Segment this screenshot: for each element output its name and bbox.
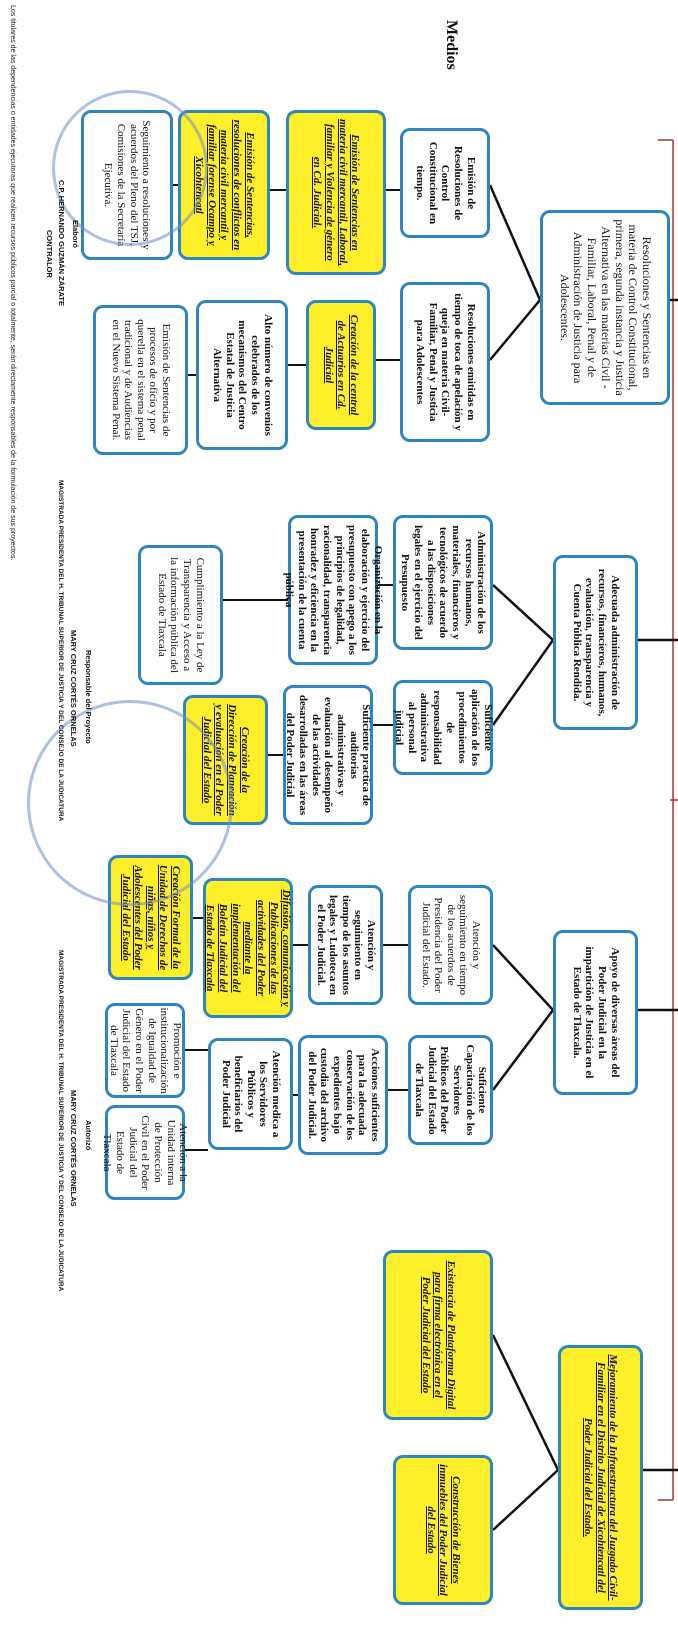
group-3-item-8: Promoción e institucionalización de Igua… bbox=[105, 1003, 185, 1098]
group-3-item-6: Atención medica a los Servidores Público… bbox=[208, 1038, 293, 1150]
autorizo-label: Autorizó bbox=[84, 1120, 93, 1151]
autorizo-name: MARY CRUZ CORTÉS ORNELAS bbox=[69, 1090, 78, 1207]
connector-line bbox=[489, 299, 541, 361]
elaboro-name: C.P. HERNANDO GUZMÁN ZÁRATE bbox=[57, 180, 66, 306]
group-3-item-1: Atención y seguimiento en tiempo de los … bbox=[408, 885, 493, 1005]
connector-line bbox=[492, 584, 554, 641]
responsable-name: MARY CRUZ CORTÉS ORNELAS bbox=[69, 630, 78, 747]
connector-line bbox=[492, 944, 554, 1011]
group-1-item-1: Emisión de Resoluciones de Control Const… bbox=[400, 128, 490, 238]
responsable-label: Responsable del Proyecto bbox=[84, 650, 93, 744]
group-4-item-1: Existencia de Plataforma Digital para fi… bbox=[383, 1250, 493, 1420]
group-3-item-2: Suficiente Capacitación de los Servidore… bbox=[408, 1035, 493, 1145]
elaboro-label: Elaboró bbox=[71, 220, 80, 248]
group-3-item-9: Atención a la Unidad interna de Protecci… bbox=[101, 1105, 189, 1200]
page-title: Medios bbox=[443, 20, 460, 70]
responsable-title: MAGISTRADA PRESIDENTA DEL H. TRIBUNAL SU… bbox=[57, 480, 64, 822]
connector-line bbox=[492, 1469, 559, 1531]
group-1-item-3: Emisión de Sentencias en materia civil m… bbox=[286, 110, 386, 275]
group-3-item-5: Difusión, comunicación y Publicaciones d… bbox=[203, 878, 293, 1018]
group-1-item-4: Creación de la central de Actuarios en C… bbox=[306, 300, 376, 430]
connector-line bbox=[492, 1009, 554, 1091]
group-1-item-2: Resoluciones emitidas en tiempo de toca … bbox=[400, 282, 490, 442]
group-3-head: Apoyo de diversas áreas del Poder Judici… bbox=[553, 930, 638, 1095]
connector-line bbox=[491, 1334, 560, 1471]
group-2-item-5: Cumplimiento a la Ley de Transparencia y… bbox=[138, 545, 223, 685]
group-2-item-1: Administración de los recursos humanos, … bbox=[393, 515, 493, 650]
group-2-head: Adecuada administración de recursos, fin… bbox=[553, 555, 638, 730]
group-4-head: Mejoramiento de la Infraestructura del J… bbox=[558, 1345, 643, 1610]
connector-line bbox=[491, 639, 555, 726]
group-3-item-3: Atención y seguimiento en tiempo de los … bbox=[308, 885, 383, 1005]
group-1-item-6: Alto número de convenios celebrados de l… bbox=[196, 300, 288, 450]
footer-note: Los titulares de las dependencias o enti… bbox=[9, 5, 16, 561]
elaboro-title: CONTRALOR bbox=[45, 230, 54, 278]
connector-line bbox=[488, 184, 542, 301]
group-2-item-3: Organización en la elaboración y ejercic… bbox=[283, 515, 384, 665]
group-2-item-2: Suficiente aplicación de los procedimien… bbox=[393, 680, 494, 775]
group-3-item-4: Acciones suficientes para la adecuada co… bbox=[298, 1035, 388, 1155]
group-1-head: Resoluciones y Sentencias en materia de … bbox=[540, 210, 670, 405]
group-2-item-4: Suficiente practica de auditorias admini… bbox=[283, 685, 373, 825]
group-1-item-8: Emisión de Sentencias de procesos de ofi… bbox=[93, 305, 188, 455]
autorizo-title: MAGISTRADA PRESIDENTA DEL H. TRIBUNAL SU… bbox=[57, 950, 64, 1292]
group-4-item-2: Construcción de Bienes inmuebles del Pod… bbox=[393, 1455, 493, 1605]
